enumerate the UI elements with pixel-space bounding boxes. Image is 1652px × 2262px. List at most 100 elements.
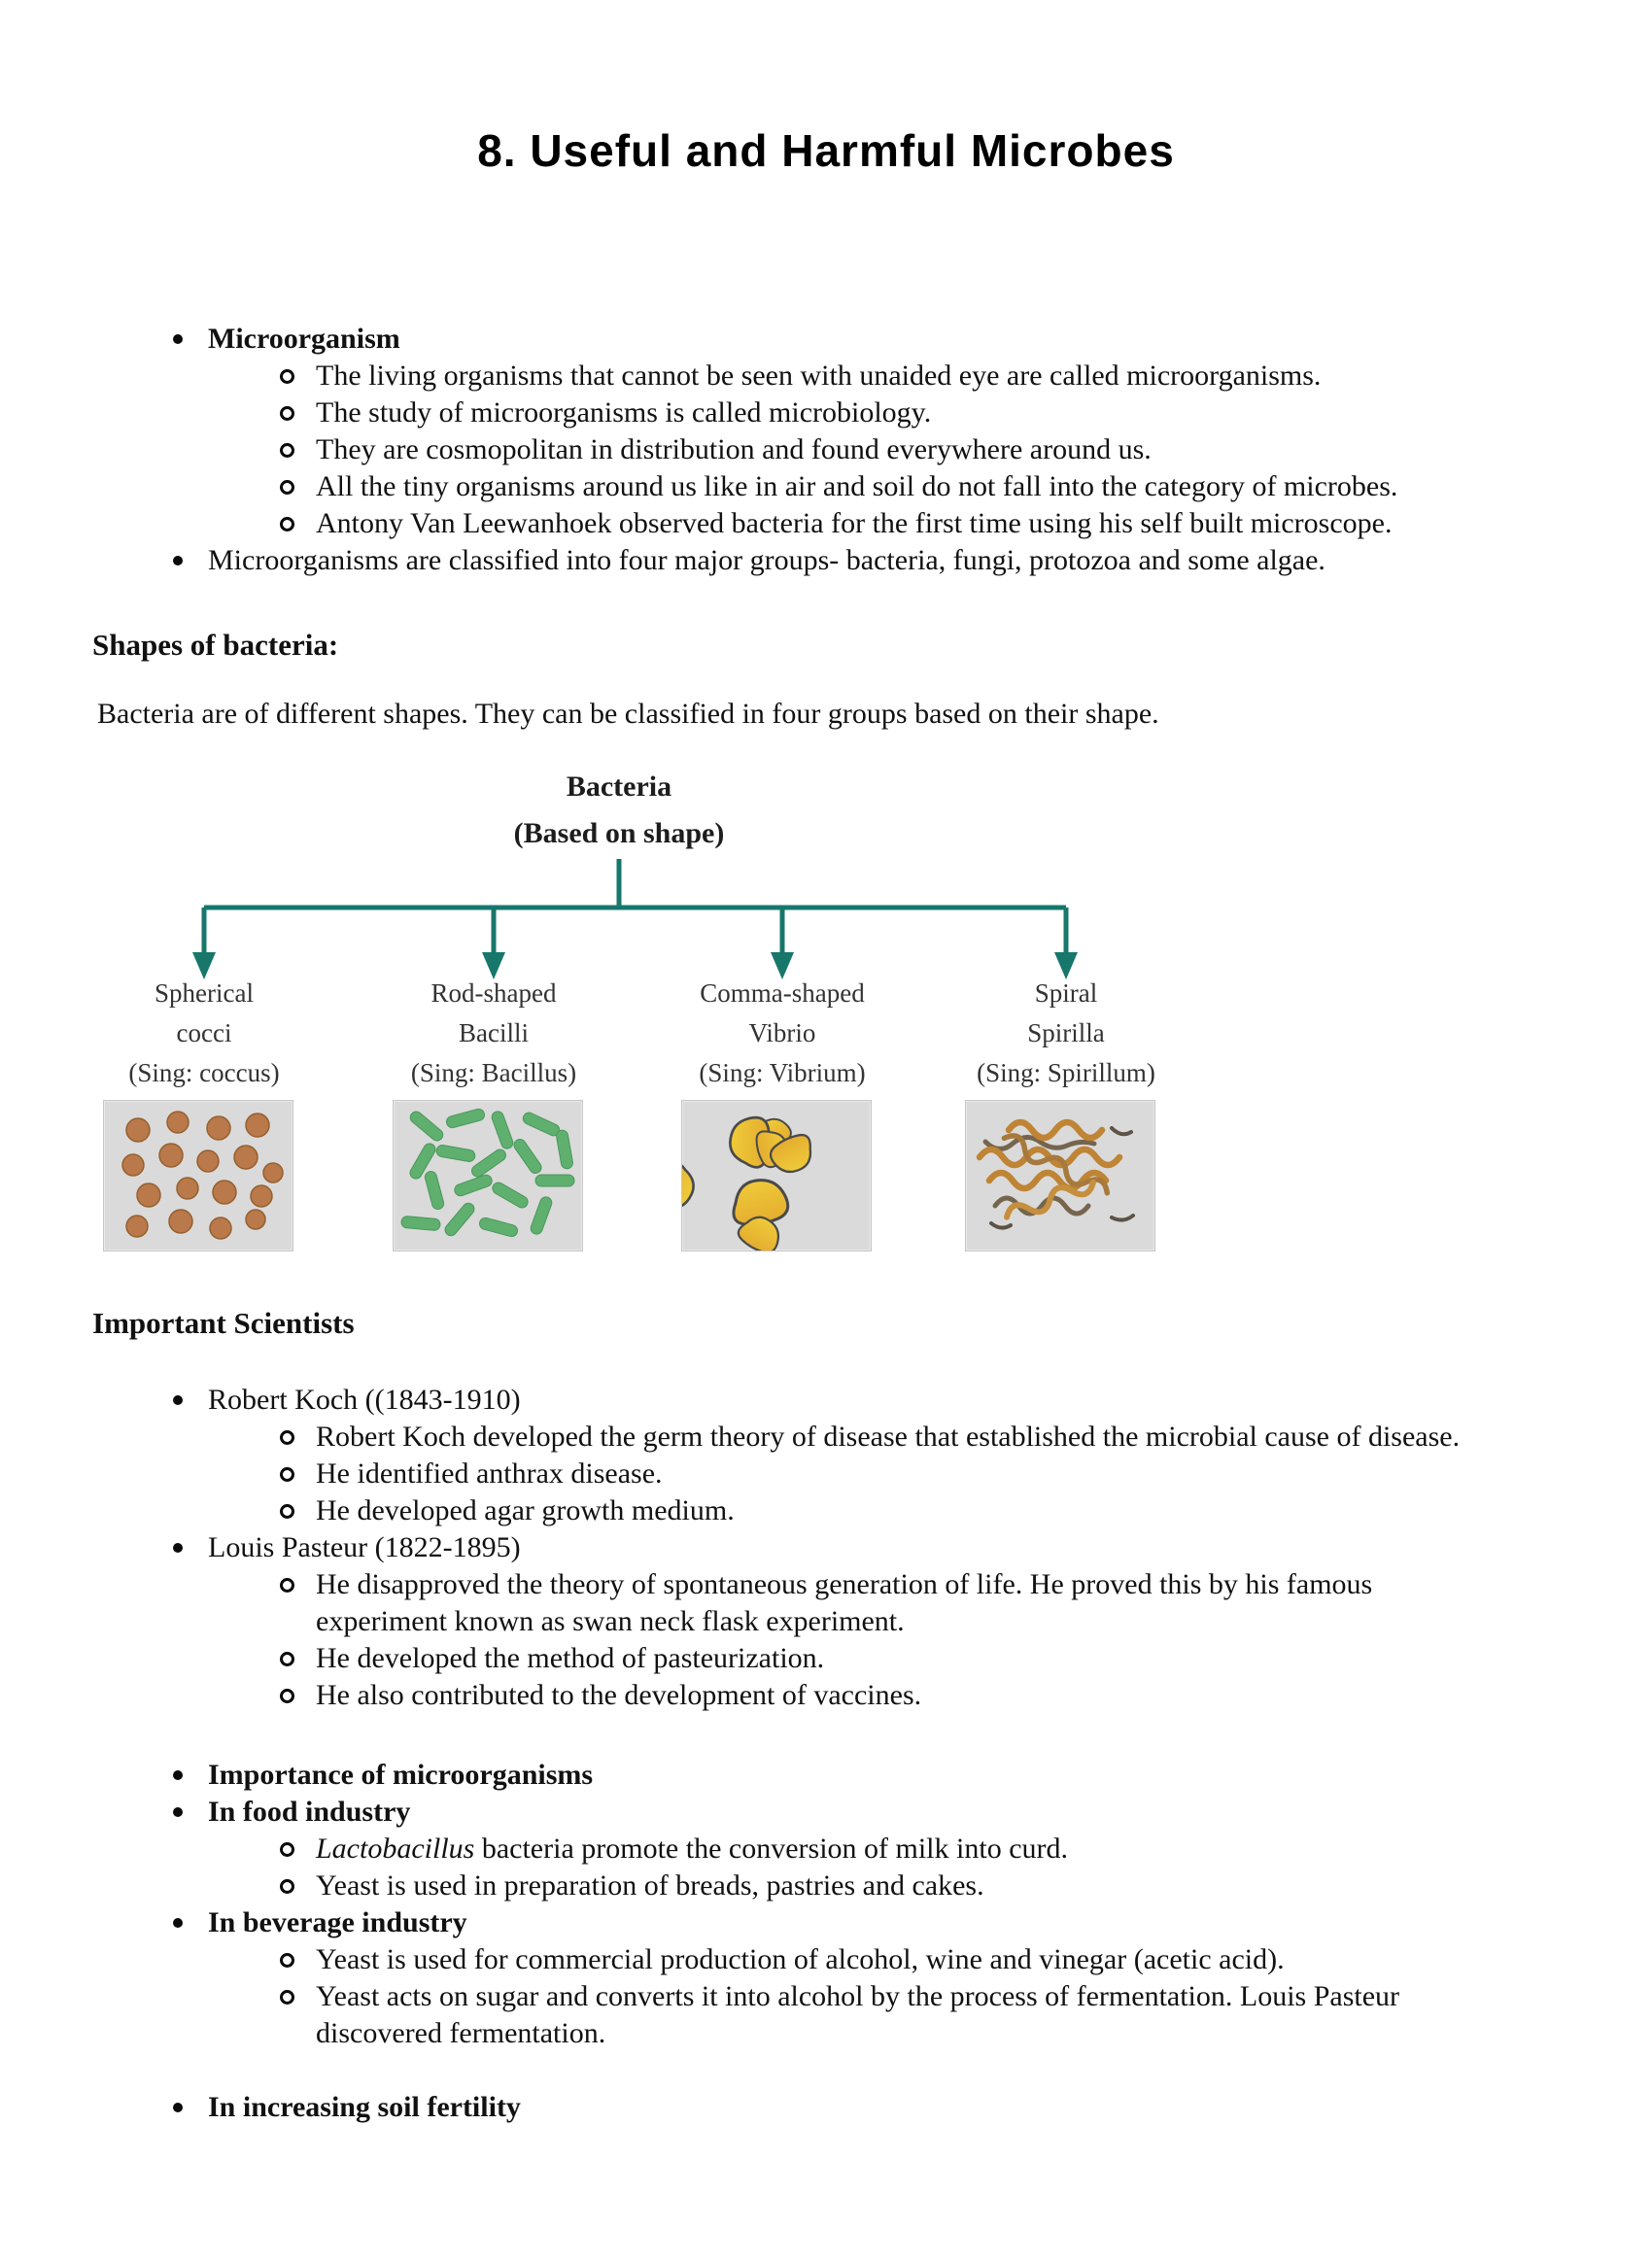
branch-rod: Rod-shaped Bacilli (Sing: Bacillus) [411,974,576,1093]
scientist-point: He developed the method of pasteurizatio… [316,1642,825,1674]
bullet-icon [173,556,183,566]
scientist-point: He disapproved the theory of spontaneous… [316,1568,1373,1637]
list-item: Antony Van Leewanhoek observed bacteria … [280,505,1652,542]
list-item: He developed agar growth medium. [280,1492,1652,1529]
scientist-name: Louis Pasteur (1822-1895) [208,1531,521,1563]
branch-shape-label: Rod-shaped [430,978,557,1008]
list-item: Louis Pasteur (1822-1895) [173,1529,1652,1566]
bullet-icon [173,2103,183,2112]
list-item: Robert Koch ((1843-1910) [173,1382,1652,1419]
branch-shape-label: Comma-shaped [700,978,865,1008]
bullet-icon [173,1395,183,1405]
list-item: He disapproved the theory of spontaneous… [280,1566,1652,1640]
list-item: Microorganism [173,321,1652,358]
branch-singular-label: (Sing: coccus) [128,1058,280,1087]
beverage-point: Yeast is used for commercial production … [316,1943,1285,1975]
beverage-industry-heading: In beverage industry [208,1906,467,1938]
list-item: Yeast is used in preparation of breads, … [280,1868,1652,1904]
shapes-heading: Shapes of bacteria: [92,628,339,662]
scientists-list: Robert Koch ((1843-1910) Robert Koch dev… [0,1382,1652,1714]
food-point-rest: bacteria promote the conversion of milk … [474,1833,1068,1865]
arrowhead-icon [771,952,794,979]
list-item: Importance of microorganisms [173,1757,1652,1794]
vibrio-image [681,1100,872,1251]
branch-comma: Comma-shaped Vibrio (Sing: Vibrium) [699,974,865,1093]
scientist-point: He also contributed to the development o… [316,1679,922,1711]
classification-text: Microorganisms are classified into four … [208,544,1325,576]
page-title: 8. Useful and Harmful Microbes [477,125,1175,176]
list-item: In increasing soil fertility [173,2089,1652,2126]
list-item: All the tiny organisms around us like in… [280,468,1652,505]
circle-bullet-icon [280,1652,294,1666]
bullet-icon [173,1770,183,1780]
branch-spiral: Spiral Spirilla (Sing: Spirillum) [977,974,1155,1093]
bullet-icon [173,1807,183,1817]
food-point: Lactobacillus bacteria promote the conve… [316,1831,1068,1868]
circle-bullet-icon [280,406,294,421]
intro-point: The study of microorganisms is called mi… [316,396,932,428]
scientists-heading: Important Scientists [92,1306,355,1340]
branch-shape-label: Spiral [1034,978,1098,1008]
food-point: Yeast is used in preparation of breads, … [316,1869,984,1902]
circle-bullet-icon [280,1578,294,1593]
list-item: The study of microorganisms is called mi… [280,394,1652,431]
list-item: Yeast is used for commercial production … [280,1941,1652,1978]
circle-bullet-icon [280,1504,294,1519]
food-industry-heading: In food industry [208,1796,411,1828]
branch-singular-label: (Sing: Vibrium) [699,1058,866,1087]
importance-list: Importance of microorganisms In food ind… [0,1757,1652,2126]
bacteria-shape-diagram: Bacteria (Based on shape) Spherical cocc… [0,754,1652,1267]
branch-singular-label: (Sing: Bacillus) [410,1058,577,1087]
beverage-point: Yeast acts on sugar and converts it into… [316,1980,1400,2049]
diagram-root-title: Bacteria [566,771,672,803]
diagram-root-label: Bacteria (Based on shape) [514,764,725,857]
list-item: Lactobacillus bacteria promote the conve… [280,1831,1652,1868]
importance-heading: Importance of microorganisms [208,1759,594,1791]
intro-point: All the tiny organisms around us like in… [316,470,1398,502]
branch-shape-label: Spherical [155,978,254,1008]
bullet-icon [173,334,183,344]
list-item: They are cosmopolitan in distribution an… [280,431,1652,468]
list-item: Robert Koch developed the germ theory of… [280,1419,1652,1456]
intro-point: They are cosmopolitan in distribution an… [316,433,1152,465]
circle-bullet-icon [280,480,294,495]
list-item: He also contributed to the development o… [280,1677,1652,1714]
list-item: Yeast acts on sugar and converts it into… [280,1978,1652,2052]
arrowhead-icon [482,952,505,979]
circle-bullet-icon [280,369,294,384]
bacilli-image [393,1100,583,1251]
branch-singular-label: (Sing: Spirillum) [977,1058,1155,1087]
list-item: The living organisms that cannot be seen… [280,358,1652,394]
branch-spherical: Spherical cocci (Sing: coccus) [128,974,279,1093]
intro-point: The living organisms that cannot be seen… [316,360,1322,392]
circle-bullet-icon [280,1842,294,1857]
diagram-root-subtitle: (Based on shape) [513,817,725,849]
list-item: He developed the method of pasteurizatio… [280,1640,1652,1677]
soil-fertility-heading: In increasing soil fertility [208,2091,521,2123]
circle-bullet-icon [280,1879,294,1894]
branch-name-label: cocci [176,1018,232,1047]
scientist-point: He identified anthrax disease. [316,1457,663,1490]
circle-bullet-icon [280,1430,294,1445]
circle-bullet-icon [280,1990,294,2005]
list-item: In beverage industry [173,1904,1652,1941]
shapes-intro: Bacteria are of different shapes. They c… [97,698,1159,730]
bullet-icon [173,1543,183,1553]
list-item: Microorganisms are classified into four … [173,542,1652,579]
branch-name-label: Bacilli [459,1018,529,1047]
cocci-image [103,1100,293,1251]
circle-bullet-icon [280,517,294,531]
list-item: He identified anthrax disease. [280,1456,1652,1492]
scientist-name: Robert Koch ((1843-1910) [208,1384,521,1416]
list-item: In food industry [173,1794,1652,1831]
intro-list: Microorganism The living organisms that … [0,321,1652,579]
intro-heading: Microorganism [208,323,400,355]
tree-connector-lines [192,859,1078,979]
branch-name-label: Spirilla [1027,1018,1105,1047]
circle-bullet-icon [280,443,294,458]
scientist-point: Robert Koch developed the germ theory of… [316,1421,1461,1453]
scientist-point: He developed agar growth medium. [316,1494,735,1526]
arrowhead-icon [1054,952,1078,979]
lactobacillus-italic: Lactobacillus [316,1833,475,1865]
circle-bullet-icon [280,1689,294,1703]
